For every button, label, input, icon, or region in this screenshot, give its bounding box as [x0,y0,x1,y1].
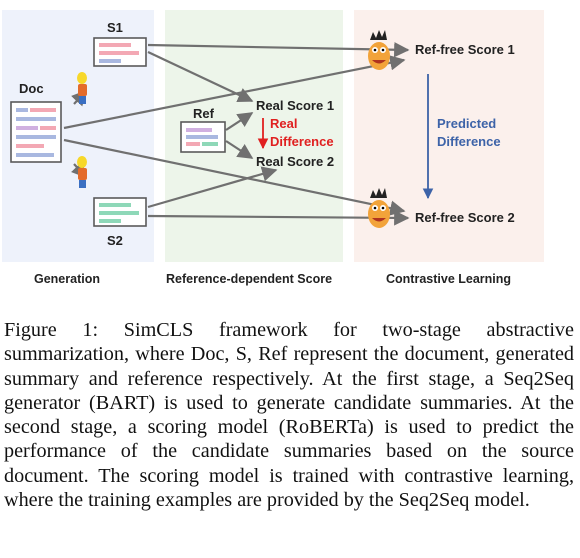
reference-dependent-panel-label: Reference-dependent Score [166,272,332,286]
real-difference-label-line2: Difference [270,134,334,149]
ref-node: Ref [180,106,226,153]
caption-text: SimCLS framework for two-stage abstracti… [4,319,574,512]
figure-caption: Figure 1: SimCLS framework for two-stage… [4,318,574,512]
real-difference-label-line1: Real [270,116,297,131]
arrow-s1-to-ref-free-score-1 [147,42,410,58]
arrow-s2-to-ref-free-score-2 [147,210,410,226]
figure-label: Figure 1: [4,319,99,341]
arrow-doc-to-ref-free-score-2 [63,138,406,216]
generation-panel-label: Generation [34,272,100,286]
arrow-s2-to-real-score-2 [147,166,278,209]
real-score-1-label: Real Score 1 [256,98,334,113]
contrastive-learning-panel-label: Contrastive Learning [386,272,511,286]
real-score-2-label: Real Score 2 [256,154,334,169]
ref-free-score-1-label: Ref-free Score 1 [415,42,515,57]
generator-character-bottom-icon [77,156,87,188]
s1-node: S1 [93,20,147,67]
scorer-character-top-icon [368,30,390,70]
arrow-doc-to-ref-free-score-1 [63,55,406,130]
generator-character-top-icon [77,72,87,104]
scorer-character-bottom-icon [368,188,390,228]
doc-label: Doc [19,81,44,96]
predicted-difference-label-line2: Difference [437,134,501,149]
s2-node: S2 [93,197,147,248]
s2-label: S2 [107,233,123,248]
s1-label: S1 [107,20,123,35]
ref-label: Ref [193,106,215,121]
predicted-difference-label-line1: Predicted [437,116,496,131]
doc-node: Doc [10,81,62,163]
arrow-ref-to-real-score-1 [225,112,254,131]
simcls-diagram: Doc S1 S2 Ref [2,10,544,286]
ref-free-score-2-label: Ref-free Score 2 [415,210,515,225]
arrow-ref-to-real-score-2 [225,140,254,159]
